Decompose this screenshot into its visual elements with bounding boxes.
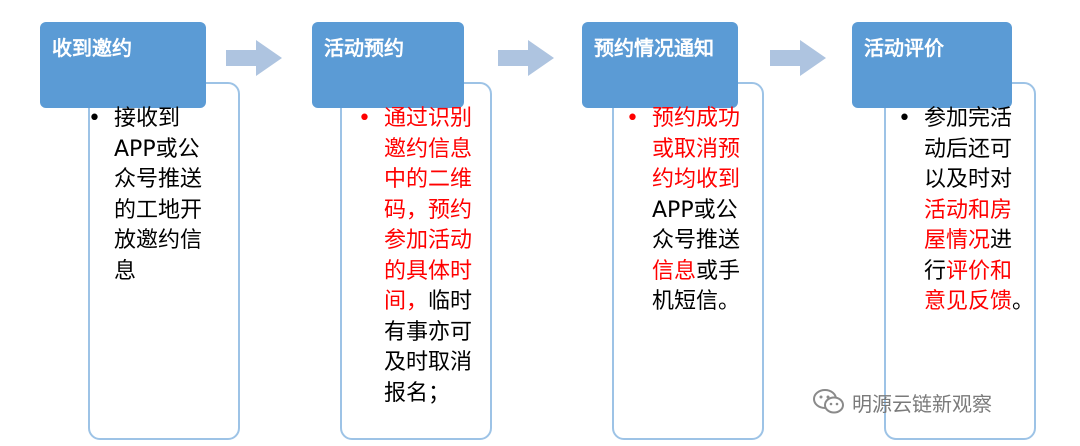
text-segment: 屋情况: [924, 228, 991, 253]
step-text-line: 众号推送: [114, 165, 232, 196]
step-text-line: 意见反馈。: [924, 287, 1042, 318]
text-segment: 及时取消: [384, 350, 473, 375]
text-segment: 参加完活: [924, 106, 1013, 131]
text-segment: 行: [924, 258, 947, 284]
step-text-line: 动后还可: [924, 135, 1042, 166]
bullet-icon: •: [898, 106, 911, 131]
step-text-line: 机短信。: [652, 287, 770, 318]
text-segment: 放邀约信: [114, 228, 203, 253]
step-text-line: 码，预约: [384, 196, 502, 227]
text-segment: 。: [1012, 289, 1035, 314]
step-3-box: [612, 82, 764, 440]
step-text-line: 活动和房: [924, 196, 1042, 227]
text-segment: 的具体时: [384, 258, 473, 284]
step-1-header: 收到邀约: [40, 22, 206, 108]
text-segment: 评价和: [946, 258, 1013, 284]
step-4: 活动评价 • 参加完活动后还可以及时对活动和房屋情况进行评价和意见反馈。: [0, 0, 1036, 446]
watermark: 明源云链新观察: [812, 384, 992, 420]
step-3-header: 预约情况通知: [582, 22, 738, 108]
step-text-line: 以及时对: [924, 165, 1042, 196]
step-4-header: 活动评价: [852, 22, 1012, 108]
step-text-line: 有事亦可: [384, 318, 502, 349]
step-4-body: • 参加完活动后还可以及时对活动和房屋情况进行评价和意见反馈。: [898, 104, 1042, 318]
text-segment: 众号推送: [114, 167, 203, 192]
step-text-line: 信息或手: [652, 257, 770, 288]
text-segment: APP或公: [652, 197, 738, 223]
text-segment: 的工地开: [114, 197, 203, 223]
bullet-icon: •: [626, 106, 639, 131]
step-text-line: 或取消预: [652, 135, 770, 166]
text-segment: 信息: [652, 258, 697, 284]
step-text-line: 放邀约信: [114, 226, 232, 257]
step-2: 活动预约 • 通过识别邀约信息中的二维码，预约参加活动的具体时间，临时有事亦可及…: [0, 0, 492, 446]
watermark-text: 明源云链新观察: [852, 391, 992, 416]
step-text-line: 及时取消: [384, 348, 502, 379]
text-segment: 中的二维: [384, 167, 473, 192]
step-text-line: 参加活动: [384, 226, 502, 257]
wechat-logo-icon: [812, 387, 846, 417]
text-segment: 或取消预: [652, 136, 741, 162]
bullet-icon: •: [88, 106, 101, 131]
step-text-line: 的具体时: [384, 257, 502, 288]
step-text-line: 参加完活: [924, 104, 1042, 135]
step-text-line: 的工地开: [114, 196, 232, 227]
text-segment: 预约成功: [652, 106, 741, 131]
right-arrow-icon: [770, 40, 828, 80]
text-segment: 以及时对: [924, 167, 1013, 192]
text-segment: 码，预约: [384, 197, 473, 223]
step-text-line: APP或公: [114, 135, 232, 166]
text-segment: 通过识别: [384, 106, 473, 131]
step-1-box: [88, 82, 240, 440]
text-segment: 众号推送: [652, 228, 741, 253]
step-text-line: 间，临时: [384, 287, 502, 318]
text-segment: 临时: [428, 289, 473, 314]
step-text-line: 接收到: [114, 104, 232, 135]
text-segment: 报名；: [384, 380, 451, 406]
text-segment: 进: [990, 228, 1013, 253]
step-text-line: 众号推送: [652, 226, 770, 257]
text-segment: 或手: [696, 258, 741, 284]
step-text-line: 息: [114, 257, 232, 288]
step-2-box: [340, 82, 492, 440]
step-text-line: 约均收到: [652, 165, 770, 196]
text-segment: 息: [114, 258, 137, 284]
text-segment: 约均收到: [652, 167, 741, 192]
step-1-body: • 接收到 APP或公众号推送的工地开放邀约信息: [88, 104, 232, 288]
step-text-line: 通过识别: [384, 104, 502, 135]
text-segment: 意见反馈: [924, 289, 1013, 314]
step-1: 收到邀约 • 接收到 APP或公众号推送的工地开放邀约信息: [0, 0, 270, 446]
step-text-line: APP或公: [652, 196, 770, 227]
text-segment: 动后还可: [924, 136, 1013, 162]
step-text-line: 中的二维: [384, 165, 502, 196]
right-arrow-icon: [226, 40, 284, 80]
right-arrow-icon: [498, 40, 556, 80]
text-segment: 参加活动: [384, 228, 473, 253]
text-segment: 机短信。: [652, 289, 741, 314]
step-2-header: 活动预约: [312, 22, 464, 108]
step-4-box: [884, 82, 1036, 440]
text-segment: APP或公: [114, 136, 200, 162]
step-text-line: 屋情况进: [924, 226, 1042, 257]
text-segment: 邀约信息: [384, 136, 473, 162]
bullet-icon: •: [358, 106, 371, 131]
text-segment: 间，: [384, 289, 429, 314]
step-text-line: 预约成功: [652, 104, 770, 135]
step-2-body: • 通过识别邀约信息中的二维码，预约参加活动的具体时间，临时有事亦可及时取消报名…: [358, 104, 502, 410]
step-text-line: 邀约信息: [384, 135, 502, 166]
text-segment: 活动和房: [924, 197, 1013, 223]
step-text-line: 行评价和: [924, 257, 1042, 288]
step-text-line: 报名；: [384, 379, 502, 410]
text-segment: 有事亦可: [384, 319, 473, 345]
text-segment: 接收到: [114, 106, 181, 131]
